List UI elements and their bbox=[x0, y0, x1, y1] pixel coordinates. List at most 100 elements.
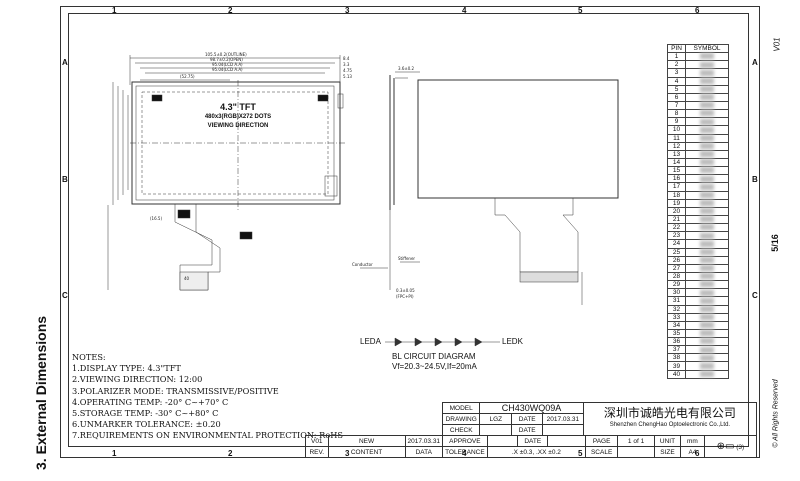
zone-label-top-3: 3 bbox=[345, 6, 350, 15]
pin-header: PIN bbox=[667, 43, 686, 54]
pin-symbol-redacted bbox=[685, 141, 729, 151]
pin-number: 27 bbox=[667, 263, 686, 273]
zone-label-right-b: B bbox=[752, 175, 758, 184]
pin-number: 17 bbox=[667, 182, 686, 192]
pin-row: 25 bbox=[667, 247, 729, 257]
svg-text:40: 40 bbox=[184, 276, 190, 281]
zone-label-bottom-1: 1 bbox=[112, 449, 117, 458]
pin-row: 15 bbox=[667, 166, 729, 176]
pin-number: 33 bbox=[667, 312, 686, 322]
pin-row: 5 bbox=[667, 84, 729, 94]
pin-number: 11 bbox=[667, 133, 686, 143]
rev-label: REV. bbox=[305, 446, 329, 458]
date-label-3: DATE bbox=[517, 435, 549, 447]
pin-row: 9 bbox=[667, 117, 729, 127]
title-block: MODEL CH430WQ09A 深圳市诚皓光电有限公司 Shenzhen Ch… bbox=[305, 402, 758, 436]
zone-label-top-4: 4 bbox=[462, 6, 467, 15]
svg-text:95.04(LCD A.A): 95.04(LCD A.A) bbox=[212, 67, 243, 72]
pin-row: 35 bbox=[667, 328, 729, 339]
pin-symbol-redacted bbox=[685, 182, 729, 192]
resolution-label: 480x3(RGB)X272 DOTS bbox=[204, 114, 272, 120]
size-label: SIZE bbox=[653, 446, 682, 458]
scale-label: SCALE bbox=[585, 446, 619, 458]
pin-row: 31 bbox=[667, 296, 729, 306]
pin-row: 23 bbox=[667, 231, 729, 241]
company-cell: 深圳市诚皓光电有限公司 Shenzhen ChengHao Optoelectr… bbox=[582, 402, 758, 436]
pin-row: 38 bbox=[667, 353, 729, 363]
rev-date-value: 2017.03.31 bbox=[404, 435, 444, 447]
pin-symbol-redacted bbox=[685, 320, 729, 330]
pin-row: 12 bbox=[667, 141, 729, 151]
svg-text:(FPC+PI): (FPC+PI) bbox=[396, 294, 414, 299]
pin-row: 10 bbox=[667, 125, 729, 135]
page-label: PAGE bbox=[585, 435, 619, 447]
pin-number: 1 bbox=[667, 52, 686, 62]
drawing-by: LGZ bbox=[479, 413, 513, 425]
notes-line: 3.POLARIZER MODE: TRANSMISSIVE/POSITIVE bbox=[72, 385, 279, 396]
pin-number: 23 bbox=[667, 231, 686, 241]
pin-symbol-redacted bbox=[685, 68, 729, 78]
pin-symbol-redacted bbox=[685, 271, 729, 282]
company-en: Shenzhen ChengHao Optoelectronic Co.,Ltd… bbox=[609, 422, 731, 428]
pin-symbol-redacted bbox=[685, 174, 729, 184]
pin-symbol-redacted bbox=[685, 304, 729, 314]
pin-number: 10 bbox=[667, 125, 686, 135]
viewing-direction-label: VIEWING DIRECTION bbox=[207, 123, 269, 129]
pin-row: 22 bbox=[667, 223, 729, 233]
pin-symbol-redacted bbox=[685, 149, 729, 159]
pin-number: 5 bbox=[667, 84, 686, 94]
pin-symbol-redacted bbox=[685, 198, 729, 208]
notes-line: 1.DISPLAY TYPE: 4.3"TFT bbox=[72, 363, 181, 374]
pin-row: 28 bbox=[667, 271, 729, 282]
svg-text:8.4: 8.4 bbox=[343, 56, 350, 61]
pin-symbol-redacted bbox=[685, 337, 729, 347]
pin-number: 12 bbox=[667, 141, 686, 151]
pin-number: 3 bbox=[667, 68, 686, 78]
pin-number: 18 bbox=[667, 190, 686, 200]
pin-symbol-redacted bbox=[685, 239, 729, 249]
pin-symbol-redacted bbox=[685, 328, 729, 339]
pin-row: 13 bbox=[667, 149, 729, 159]
pin-number: 4 bbox=[667, 76, 686, 86]
pin-number: 39 bbox=[667, 361, 686, 371]
notes-line: 7.REQUIREMENTS ON ENVIRONMENTAL PROTECTI… bbox=[72, 430, 344, 441]
pin-number: 34 bbox=[667, 320, 686, 330]
unit-label: UNIT bbox=[653, 435, 682, 447]
pin-symbol-redacted bbox=[685, 206, 729, 216]
pin-row: 40 bbox=[667, 369, 729, 379]
pin-row: 4 bbox=[667, 76, 729, 86]
date-label: DATE bbox=[511, 413, 543, 425]
pin-symbol-redacted bbox=[685, 280, 729, 290]
pin-number: 35 bbox=[667, 328, 686, 339]
pin-row: 29 bbox=[667, 280, 729, 290]
pin-number: 2 bbox=[667, 60, 686, 70]
pin-number: 19 bbox=[667, 198, 686, 208]
bl-circuit-title: BL CIRCUIT DIAGRAM bbox=[392, 352, 476, 361]
pin-number: 24 bbox=[667, 239, 686, 249]
svg-text:Conductor: Conductor bbox=[352, 262, 373, 267]
pin-number: 13 bbox=[667, 149, 686, 159]
pin-symbol-redacted bbox=[685, 166, 729, 176]
pin-symbol-redacted bbox=[685, 312, 729, 322]
pin-row: 20 bbox=[667, 206, 729, 216]
content-label: CONTENT bbox=[327, 446, 406, 458]
panel-size-label: 4.3" TFT bbox=[220, 102, 256, 112]
pin-number: 26 bbox=[667, 255, 686, 265]
pin-symbol-redacted bbox=[685, 353, 729, 363]
pin-row: 18 bbox=[667, 190, 729, 200]
zone-label-top-5: 5 bbox=[578, 6, 583, 15]
pin-number: 31 bbox=[667, 296, 686, 306]
pin-symbol-redacted bbox=[685, 345, 729, 355]
pin-number: 9 bbox=[667, 117, 686, 127]
pin-symbol-redacted bbox=[685, 60, 729, 70]
projection-icon: ⊕▭ bbox=[716, 441, 735, 452]
size-value: A4 bbox=[680, 446, 705, 458]
drawing-date: 2017.03.31 bbox=[541, 413, 584, 425]
pin-symbol-redacted bbox=[685, 296, 729, 306]
pin-number: 29 bbox=[667, 280, 686, 290]
pin-symbol-redacted bbox=[685, 84, 729, 94]
zone-label-top-2: 2 bbox=[228, 6, 233, 15]
svg-text:3.3: 3.3 bbox=[343, 62, 350, 67]
notes-line: 6.UNMARKER TOLERANCE: ±0.20 bbox=[72, 419, 221, 430]
